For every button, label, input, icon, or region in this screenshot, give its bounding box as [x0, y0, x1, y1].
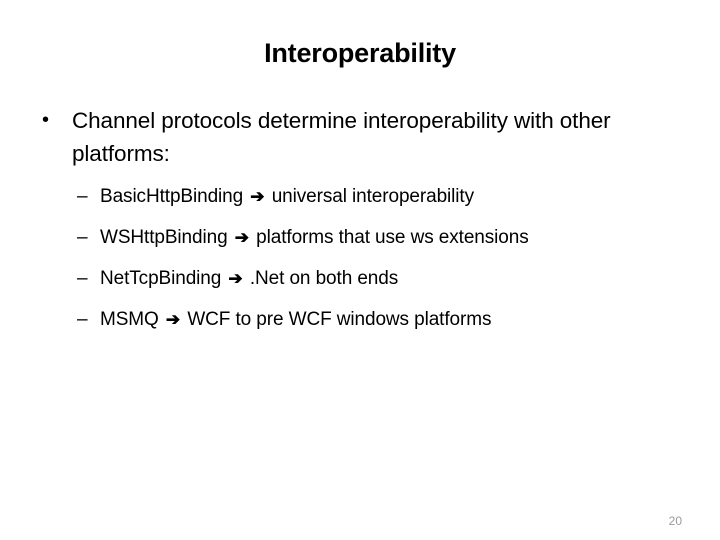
arrow-right-icon: ➔ [250, 187, 265, 206]
sub-bullet-description: platforms that use ws extensions [256, 227, 529, 248]
sub-bullet-description: .Net on both ends [249, 268, 399, 289]
sub-bullet-basichttpbinding: – BasicHttpBinding ➔ universal interoper… [36, 184, 684, 209]
dash-marker-icon: – [77, 268, 88, 289]
arrow-right-icon: ➔ [165, 310, 181, 329]
bullet-level1-text: Channel protocols determine interoperabi… [72, 108, 611, 166]
page-number: 20 [668, 514, 682, 528]
page-title: Interoperability [264, 38, 456, 68]
sub-bullet-msmq: – MSMQ ➔ WCF to pre WCF windows platform… [36, 307, 684, 332]
dash-marker-icon: – [77, 186, 88, 207]
sub-bullet-list: – BasicHttpBinding ➔ universal interoper… [36, 184, 684, 332]
slide-body: • Channel protocols determine interopera… [36, 104, 684, 332]
sub-bullet-binding-name: MSMQ [100, 309, 159, 330]
sub-bullet-binding-name: BasicHttpBinding [100, 186, 244, 207]
arrow-right-icon: ➔ [228, 269, 243, 288]
bullet-level1: • Channel protocols determine interopera… [36, 104, 684, 170]
arrow-right-icon: ➔ [234, 228, 249, 247]
bullet-dot-icon: • [42, 109, 49, 131]
sub-bullet-description: universal interoperability [271, 186, 474, 207]
sub-bullet-wshttpbinding: – WSHttpBinding ➔ platforms that use ws … [36, 225, 684, 250]
sub-bullet-description: WCF to pre WCF windows platforms [187, 309, 492, 330]
dash-marker-icon: – [77, 227, 88, 248]
sub-bullet-binding-name: NetTcpBinding [100, 268, 222, 289]
sub-bullet-nettcpbinding: – NetTcpBinding ➔ .Net on both ends [36, 266, 684, 291]
sub-bullet-binding-name: WSHttpBinding [100, 227, 228, 248]
dash-marker-icon: – [77, 309, 88, 330]
